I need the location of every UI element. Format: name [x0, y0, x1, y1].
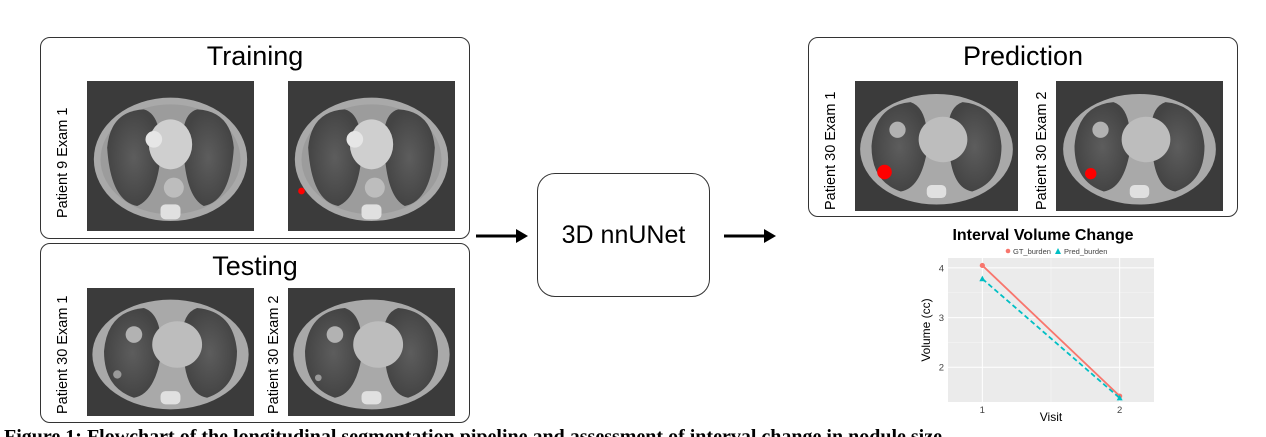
- training-panel: Training Patient 9 Exam 1: [40, 37, 470, 239]
- arrow-to-prediction: [724, 229, 776, 243]
- plot-ticks: 2 3 4 1 2: [939, 263, 1123, 416]
- legend-marker-pred: [1055, 248, 1061, 254]
- y-tick-label: 2: [939, 363, 944, 374]
- ct-image-testing-exam-2: [288, 288, 455, 416]
- prediction-panel: Prediction Patient 30 Exam 1 Patient 30 …: [808, 37, 1238, 217]
- ct-image-prediction-exam-1: [855, 81, 1018, 211]
- ct-image-prediction-exam-2: [1056, 81, 1223, 211]
- training-side-label: Patient 9 Exam 1: [55, 107, 71, 218]
- y-tick-label: 3: [939, 313, 944, 324]
- prediction-side-label-2: Patient 30 Exam 2: [1034, 91, 1050, 211]
- x-tick-label: 2: [1117, 405, 1122, 416]
- y-axis-label: Volume (cc): [919, 298, 933, 361]
- data-point-1: [979, 262, 985, 269]
- ct-image-testing-exam-1: [87, 288, 254, 416]
- prediction-title: Prediction: [962, 41, 1084, 71]
- y-tick-label: 4: [939, 263, 944, 274]
- training-title: Training: [206, 41, 304, 71]
- testing-panel: Testing Patient 30 Exam 1 Patient 30 Exa…: [40, 243, 470, 423]
- testing-side-label-1: Patient 30 Exam 1: [55, 295, 71, 415]
- testing-title: Testing: [212, 251, 298, 281]
- legend-label-gt: GT_burden: [1013, 247, 1051, 256]
- legend-marker-gt: [1005, 248, 1011, 254]
- x-axis-label: Visit: [1040, 410, 1063, 424]
- testing-side-label-2: Patient 30 Exam 2: [266, 295, 282, 415]
- arrow-to-model: [476, 229, 528, 243]
- prediction-side-label-1: Patient 30 Exam 1: [823, 91, 839, 211]
- series-line-2: [981, 278, 1121, 399]
- data-point-2: [1116, 394, 1123, 401]
- series-line-1: [981, 264, 1121, 397]
- legend-label-pred: Pred_burden: [1064, 247, 1107, 256]
- x-tick-label: 1: [980, 405, 985, 416]
- figure-caption: Figure 1: Flowchart of the longitudinal …: [4, 426, 942, 437]
- ct-image-training-input: [87, 81, 254, 231]
- model-label: 3D nnUNet: [561, 220, 686, 249]
- interval-volume-chart: Interval Volume Change GT_burden Pred_bu…: [919, 227, 1154, 424]
- chart-legend: GT_burden Pred_burden: [1005, 247, 1107, 256]
- data-point-2: [979, 275, 986, 282]
- chart-title: Interval Volume Change: [952, 227, 1133, 244]
- model-box: 3D nnUNet: [537, 173, 710, 297]
- ct-image-training-label: [288, 81, 455, 231]
- plot-series: [979, 262, 1123, 401]
